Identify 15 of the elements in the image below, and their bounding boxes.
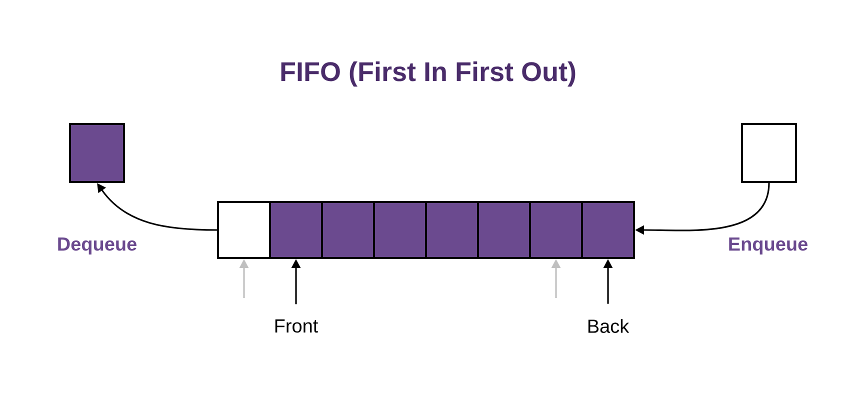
queue-cell [373,201,427,259]
operation-label: Dequeue [58,238,136,254]
element-box [69,123,125,183]
queue-cell [269,201,323,259]
operation-label: Enqueue [729,238,808,254]
queue-cell [217,201,271,259]
queue-cell [529,201,583,259]
title: FIFO (First In First Out) [281,61,576,87]
queue-cell [425,201,479,259]
pointer-label: Front [275,319,318,333]
queue-cell [321,201,375,259]
queue-cell [477,201,531,259]
element-box [741,123,797,183]
queue-cell [581,201,635,259]
pointer-label: Back [588,319,630,333]
